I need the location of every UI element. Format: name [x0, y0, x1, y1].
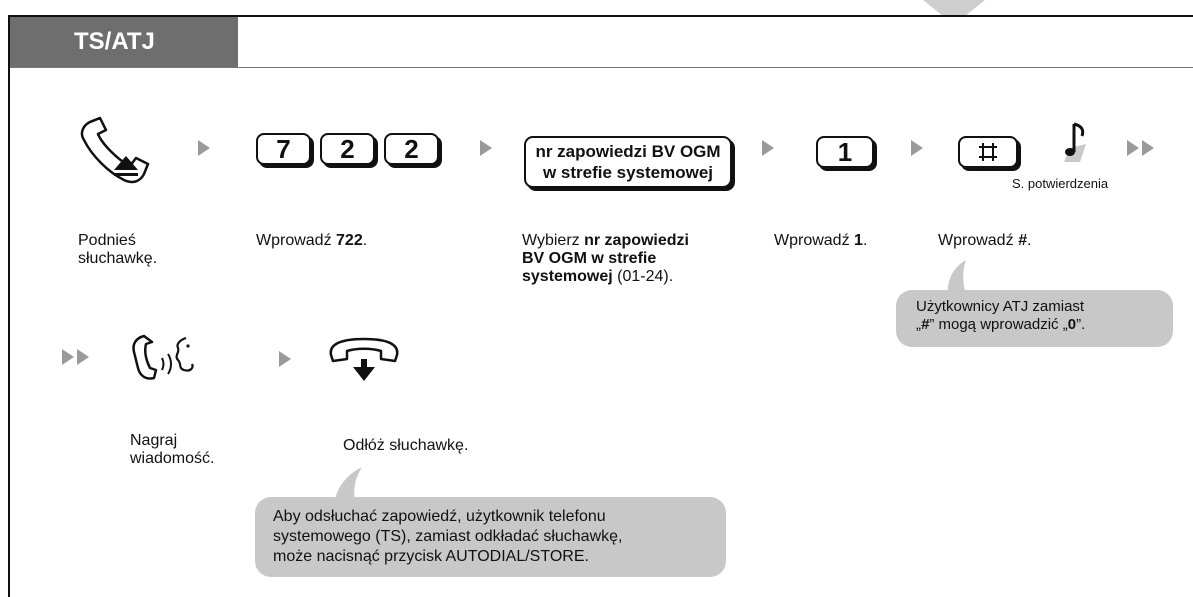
announcement-number-box[interactable]: nr zapowiedzi BV OGM w strefie systemowe…	[524, 136, 732, 188]
on-hook-handset-icon	[329, 337, 399, 381]
caption-record-line1: Nagraj	[130, 432, 178, 449]
confirmation-tone-label: S. potwierdzenia	[1012, 176, 1109, 191]
autodial-note-line1: Aby odsłuchać zapowiedź, użytkownik tele…	[273, 508, 606, 525]
caption-enter-hash-prefix: Wprowadź	[938, 232, 1019, 249]
row2-arrow-b	[77, 349, 89, 365]
step-arrow-3	[762, 140, 774, 156]
dial-key-7[interactable]: 7	[256, 133, 311, 165]
caption-lift-line2: słuchawkę.	[78, 250, 158, 267]
dial-key-2b[interactable]: 2	[384, 133, 439, 165]
hash-note-bubble: Użytkownicy ATJ zamiast „#” mogą wprowad…	[896, 290, 1173, 347]
caption-enter-1-value: 1	[854, 232, 863, 249]
row2-arrow-a	[62, 349, 74, 365]
caption-enter-hash-suffix: .	[1026, 232, 1032, 249]
confirmation-tone-note-icon	[1064, 122, 1086, 162]
step-arrow-4	[911, 140, 923, 156]
announcement-box-line2: w strefie systemowej	[542, 163, 714, 182]
caption-enter-hash: Wprowadź #.	[938, 232, 1031, 250]
caption-hang-up: Odłóż słuchawkę.	[343, 437, 469, 454]
caption-enter-722-suffix: .	[362, 232, 368, 249]
dial-key-1[interactable]: 1	[816, 136, 874, 168]
caption-enter-722: Wprowadź 722.	[256, 232, 367, 250]
caption-choose-announcement: Wybierz nr zapowiedzi BV OGM w strefie s…	[522, 232, 752, 286]
caption-enter-1-suffix: .	[862, 232, 868, 249]
hash-note-quote-open: „	[916, 316, 921, 333]
hash-note-line1: Użytkownicy ATJ zamiast	[916, 298, 1085, 315]
autodial-note-line2: systemowego (TS), zamiast odkładać słuch…	[273, 528, 623, 545]
caption-choose-suffix: (01-24).	[612, 268, 674, 285]
hash-note-quote-close: ”.	[1076, 316, 1086, 333]
caption-record-message: Nagraj wiadomość.	[130, 432, 214, 468]
continue-arrow-a	[1127, 140, 1139, 156]
off-hook-handset-icon	[80, 116, 150, 184]
caption-choose-prefix: Wybierz	[522, 232, 585, 249]
step-arrow-1	[198, 140, 210, 156]
row2-arrow-c	[279, 351, 291, 367]
hash-symbol-icon	[979, 143, 997, 161]
hash-note-zero: 0	[1067, 316, 1077, 333]
tab-divider	[10, 67, 1193, 68]
frame-left-border	[8, 15, 10, 597]
caption-enter-1-prefix: Wprowadź	[774, 232, 855, 249]
announcement-box-line1: nr zapowiedzi BV OGM	[535, 142, 721, 161]
autodial-note-line3: może nacisnąć przycisk AUTODIAL/STORE.	[273, 548, 589, 565]
section-tab-title: TS/ATJ	[10, 17, 238, 67]
hash-note-bubble-tail	[947, 260, 968, 298]
autodial-note-bubble: Aby odsłuchać zapowiedź, użytkownik tele…	[255, 497, 726, 577]
hash-key[interactable]	[958, 136, 1018, 168]
caption-record-line2: wiadomość.	[130, 450, 215, 467]
frame-top-border	[8, 15, 1193, 17]
caption-enter-hash-value: #	[1018, 232, 1027, 249]
caption-lift-line1: Podnieś	[78, 232, 136, 249]
caption-choose-bold3: systemowej	[522, 268, 613, 285]
dial-key-2a[interactable]: 2	[320, 133, 375, 165]
caption-lift-handset: Podnieś słuchawkę.	[78, 232, 157, 268]
caption-choose-bold2: BV OGM w strefie	[522, 250, 657, 267]
hash-note-middle: ” mogą wprowadzić „	[929, 316, 1068, 333]
caption-enter-722-prefix: Wprowadź	[256, 232, 337, 249]
caption-enter-1: Wprowadź 1.	[774, 232, 867, 250]
record-message-speaking-icon	[132, 334, 194, 380]
caption-choose-bold1: nr zapowiedzi	[584, 232, 689, 249]
step-arrow-2	[480, 140, 492, 156]
caption-enter-722-value: 722	[336, 232, 363, 249]
top-edge-tab	[923, 0, 985, 15]
hash-note-hash: #	[921, 316, 930, 333]
continue-arrow-b	[1142, 140, 1154, 156]
hash-note-line2: „#” mogą wprowadzić „0”.	[916, 316, 1173, 334]
